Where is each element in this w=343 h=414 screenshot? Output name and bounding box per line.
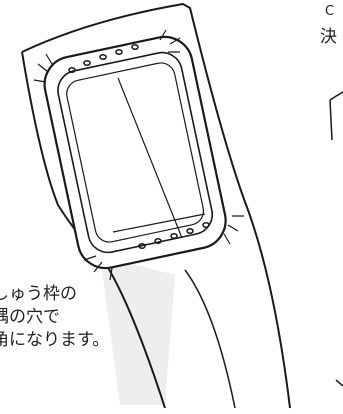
horizontal-guideline [112, 213, 206, 233]
instruction-note: しゅう枠の 隅の穴で 角になります。 [0, 283, 109, 352]
hoop-holes-top [68, 43, 139, 74]
note-line-2: 隅の穴で [0, 307, 60, 327]
hoop-holes-bottom [138, 221, 210, 250]
section-letter: C [325, 4, 336, 19]
hoop-outer-ring [43, 35, 227, 270]
vertical-guideline [117, 77, 183, 239]
fabric-fold-line [184, 269, 236, 409]
section-heading-char: 決 [320, 27, 337, 47]
next-figure-edge [329, 91, 343, 387]
hoop-inner-field [66, 62, 205, 243]
note-line-1: しゅう枠の [0, 284, 77, 304]
note-line-3: 角になります。 [0, 330, 110, 350]
corner-tension-marks [33, 29, 244, 281]
hoop-inner-ring [57, 51, 214, 254]
